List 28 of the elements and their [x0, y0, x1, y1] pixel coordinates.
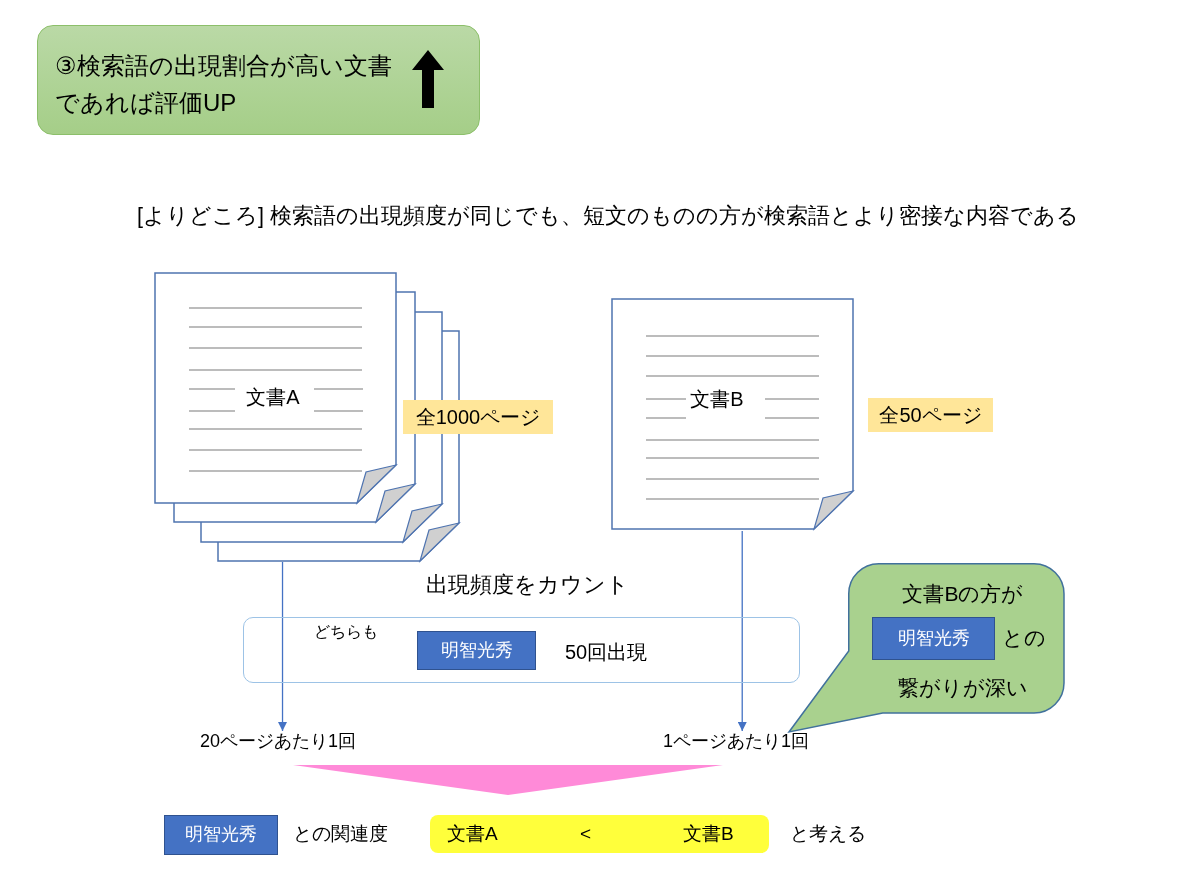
heading-text: ③検索語の出現割合が高い文書であれば評価UP — [55, 51, 393, 118]
arrow — [278, 561, 287, 732]
document-title: 文書B — [690, 387, 744, 411]
bubble-text: との — [1002, 625, 1046, 651]
heading-panel — [37, 25, 480, 135]
basis-text: [よりどころ] 検索語の出現頻度が同じでも、短文のものの方が検索語とより密接な内容である — [137, 204, 1079, 230]
bubble-text: 繋がりが深い — [898, 675, 1028, 701]
count-heading: 出現頻度をカウント — [425, 572, 629, 599]
keyword-tag: 明智光秀 — [164, 815, 278, 855]
count-text: 50回出現 — [565, 640, 648, 664]
document-title: 文書A — [246, 385, 300, 409]
arrow — [737, 530, 747, 732]
document-page — [611, 298, 854, 531]
conclusion-text: と考える — [790, 823, 866, 846]
document-name: 文書B — [683, 823, 734, 846]
relation-text: との関連度 — [293, 823, 388, 846]
page-count-tag: 全1000ページ — [403, 400, 553, 434]
keyword-tag: 明智光秀 — [872, 617, 995, 660]
document-name: 文書A — [447, 823, 498, 846]
less-than-sign: < — [580, 823, 592, 846]
rate-text: 20ページあたり1回 — [200, 731, 357, 753]
rate-text: 1ページあたり1回 — [663, 731, 810, 753]
bubble-text: 文書Bの方が — [902, 581, 1024, 607]
keyword-tag: 明智光秀 — [417, 631, 536, 670]
comparison-panel — [430, 815, 769, 853]
note-text: どちらも — [314, 622, 378, 642]
page-count-tag: 全50ページ — [868, 398, 993, 432]
speech-bubble — [785, 563, 1065, 733]
